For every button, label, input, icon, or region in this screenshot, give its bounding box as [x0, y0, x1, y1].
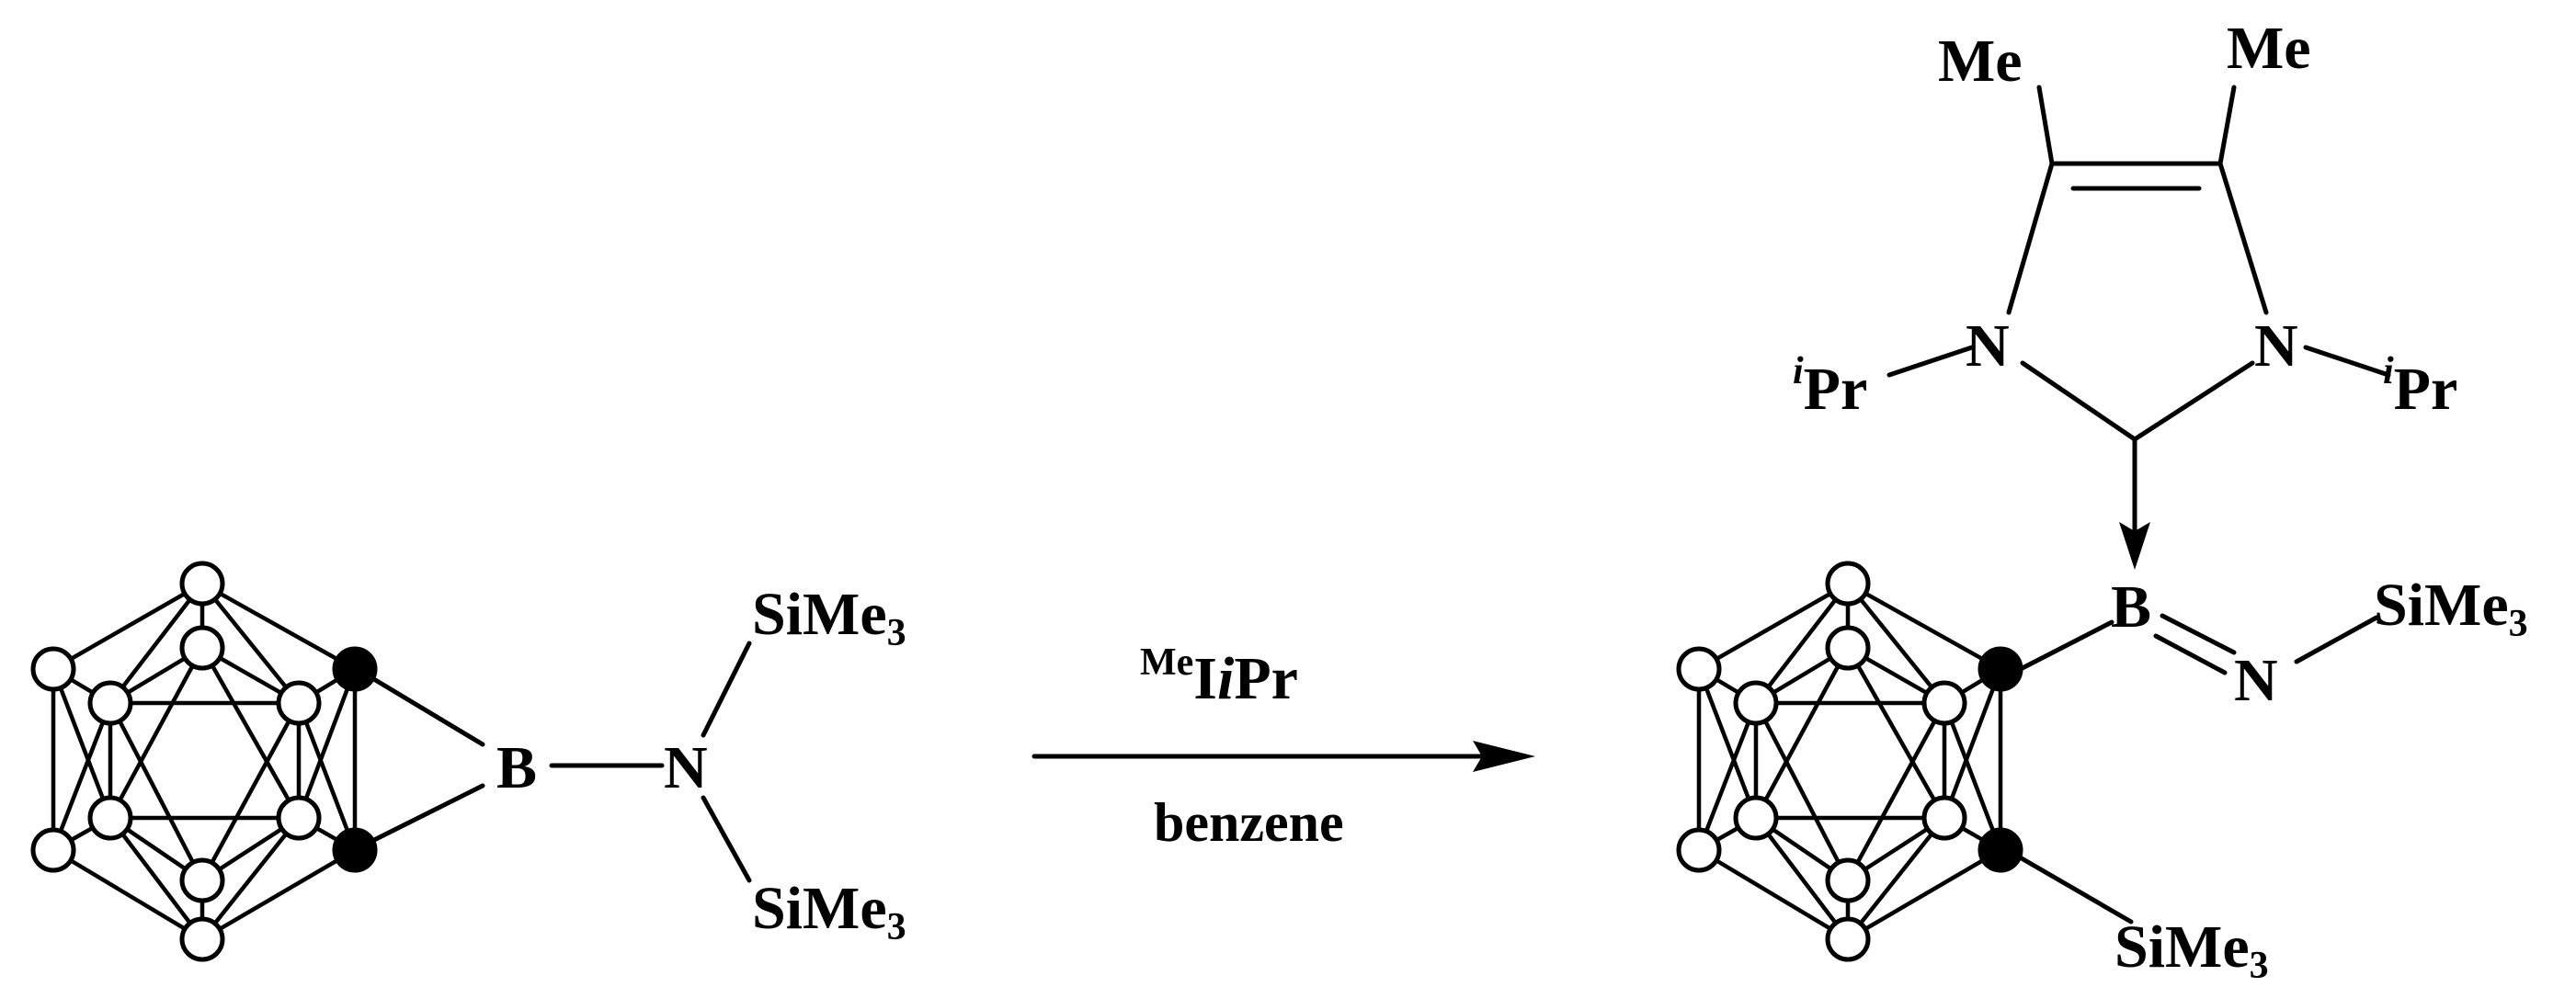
reactant-cage-vertex	[276, 680, 322, 726]
reactant-cage-carbon	[332, 646, 378, 692]
reactant-cage-vertex	[179, 916, 225, 962]
product-cage-vertex	[1733, 795, 1779, 841]
reactant-cage-vertex	[30, 646, 76, 692]
product-silyl-cage: SiMe3	[2114, 913, 2269, 987]
reactant-cage-vertex	[30, 827, 76, 873]
product-methyl-left: Me	[1938, 28, 2023, 95]
product-cage-vertex	[1921, 680, 1967, 726]
product-cage-vertex	[1825, 916, 1871, 962]
product-cage-vertex	[1825, 625, 1871, 671]
reactant-carborane-cage	[30, 561, 378, 962]
product-ipr-left: iPr	[1793, 350, 1867, 423]
product-cage-vertex	[1921, 795, 1967, 841]
product-bonds	[2011, 613, 2379, 925]
product-n-right-label: N	[2254, 312, 2298, 380]
product-imine-n-label: N	[2234, 647, 2278, 714]
solvent-label: benzene	[1154, 792, 1344, 853]
reactant-silyl-bottom: SiMe3	[752, 875, 906, 948]
product-cage-vertex	[1676, 827, 1722, 873]
dative-arrowhead	[2119, 522, 2150, 570]
product-cage-vertex	[1676, 646, 1722, 692]
reactant-cage-carbon	[332, 827, 378, 873]
reactant-cage-vertex	[179, 625, 225, 671]
reaction-arrow	[1032, 741, 1535, 772]
reactant-cage-vertex	[87, 680, 133, 726]
product-cage-vertex	[1733, 680, 1779, 726]
reactant-nitrogen-label: N	[664, 734, 708, 801]
reactant-boron-label: B	[496, 734, 537, 801]
product-cage-carbon	[1978, 646, 2023, 692]
reactant-cage-vertex	[179, 857, 225, 903]
product-n-left-label: N	[1966, 312, 2010, 380]
reactant-silyl-top: SiMe3	[752, 581, 906, 654]
reactant-cage-vertex	[276, 795, 322, 841]
product-cage-vertex	[1825, 857, 1871, 903]
reactant-bonds	[370, 641, 752, 883]
reactant-cage-vertex	[87, 795, 133, 841]
reactant-cage-vertex	[179, 561, 225, 607]
product-nhc-ring	[1886, 85, 2391, 570]
reagent-label: MeIiPr	[1140, 641, 1298, 712]
product-methyl-right: Me	[2227, 15, 2311, 82]
product-boron-label: B	[2111, 573, 2151, 641]
product-cage-carbon	[1978, 827, 2023, 873]
product-ipr-right: iPr	[2383, 350, 2457, 423]
reaction-arrowhead	[1473, 741, 1535, 772]
product-carborane-cage	[1676, 561, 2023, 962]
product-cage-vertex	[1825, 561, 1871, 607]
product-silyl-imine: SiMe3	[2374, 572, 2528, 645]
